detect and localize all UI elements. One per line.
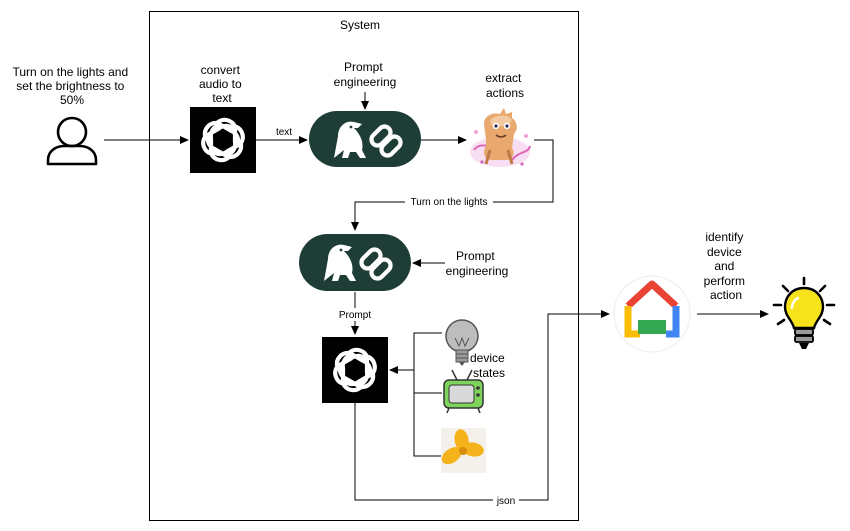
user-icon [46,116,98,166]
edge-turn-on-label: Turn on the lights [411,197,488,208]
user-request-caption: Turn on the lights and set the brightnes… [13,65,132,107]
langchain-top-caption: Prompt engineering [334,60,397,89]
openai-top-caption: convert audio to text [199,63,245,105]
google-home-icon [613,275,691,353]
light-bulb-icon [445,319,479,366]
tv-icon [443,369,484,414]
google-home-caption: identify device and perform action [704,230,749,302]
openai-bottom-logo-icon [322,337,388,403]
llama-illustration-icon [470,108,531,167]
device-states-caption: device states [470,351,508,380]
fan-icon [441,428,486,473]
glowing-bulb-icon [772,276,836,349]
edge-prompt-label: Prompt [339,310,371,321]
edge-json-label: json [496,496,515,507]
edge-text-label: text [276,127,292,138]
langchain-mid-logo-icon [299,234,411,291]
system-boundary [149,11,579,521]
edge-openai-to-google-home [354,310,610,501]
langchain-top-logo-icon [309,111,421,167]
langchain-mid-caption: Prompt engineering [446,249,509,278]
llama-caption: extract actions [485,71,524,100]
openai-logo-icon [190,107,256,173]
system-title: System [340,18,380,32]
edge-llama-to-langchain [351,139,554,231]
device-states-bracket [413,332,442,457]
